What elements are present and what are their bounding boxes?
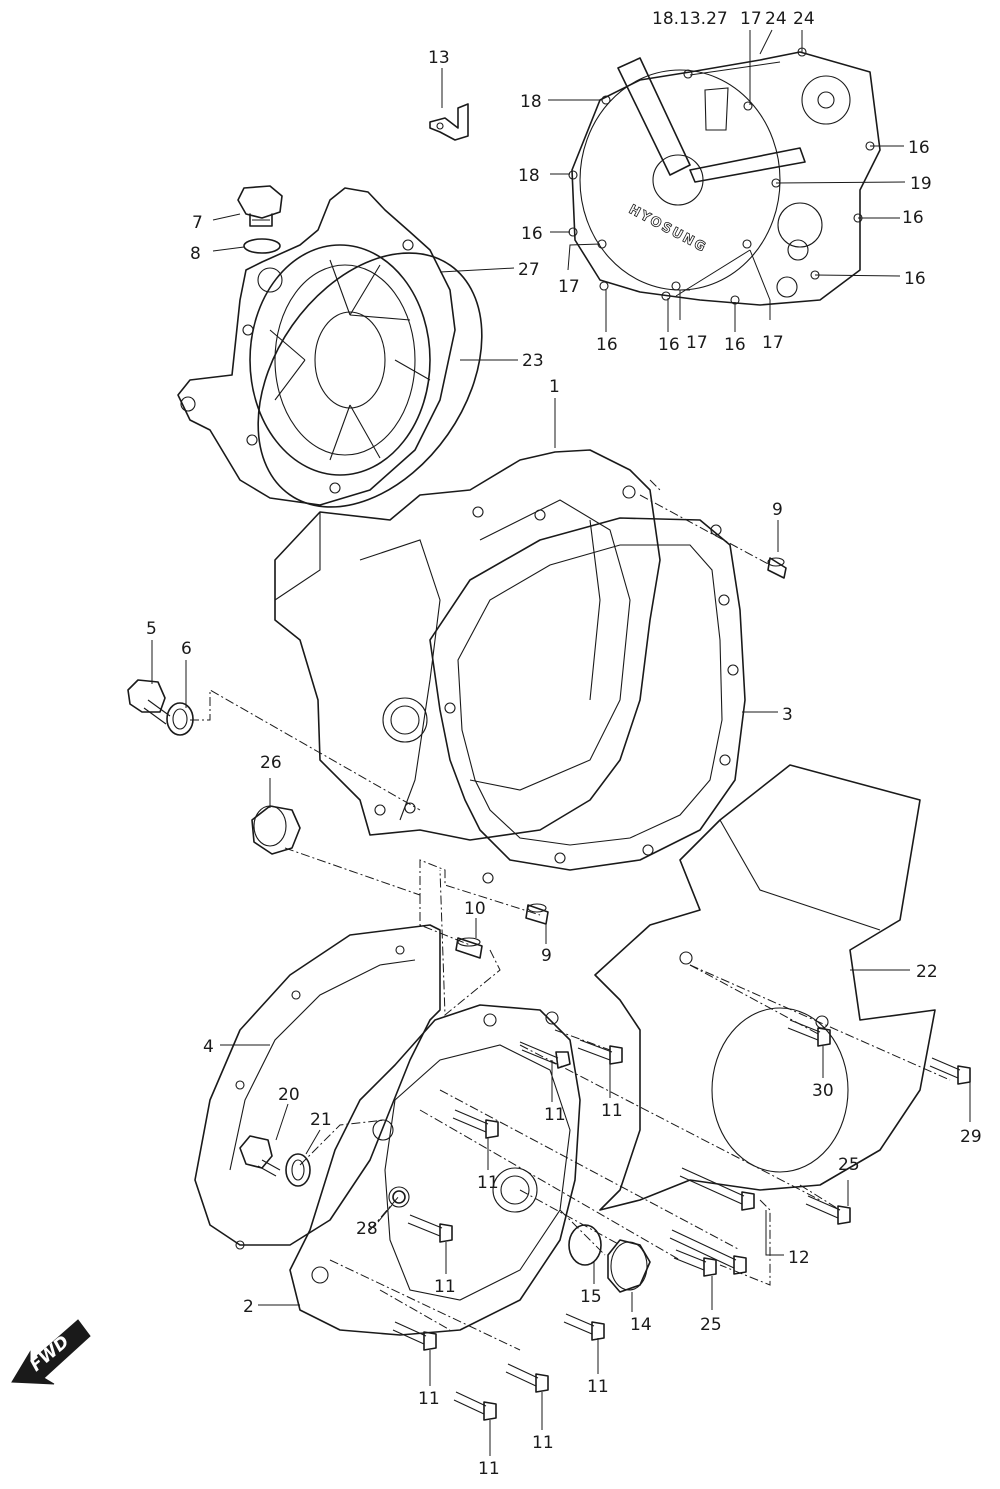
callout-19: 19 xyxy=(910,174,932,194)
callout-2: 2 xyxy=(243,1297,254,1317)
callout-29: 29 xyxy=(960,1127,982,1147)
callout-25-a: 25 xyxy=(838,1155,860,1175)
callout-11-g: 11 xyxy=(532,1433,554,1453)
part-21-washer xyxy=(285,1153,311,1187)
callout-16-f: 16 xyxy=(658,335,680,355)
bolt-25-b xyxy=(805,1195,851,1225)
callout-14: 14 xyxy=(630,1315,652,1335)
bolt-12-b xyxy=(669,1229,747,1275)
callout-11-c: 11 xyxy=(477,1173,499,1193)
callout-11-f: 11 xyxy=(587,1377,609,1397)
callout-9-upper: 9 xyxy=(772,500,783,520)
callout-18-b: 18 xyxy=(518,166,540,186)
callout-6: 6 xyxy=(181,639,192,659)
part-20-plug xyxy=(239,1135,281,1177)
part-9-dowel-pin-upper xyxy=(767,557,787,579)
part-13-clip xyxy=(429,103,469,141)
part-27-gasket xyxy=(257,252,483,508)
part-15-o-ring xyxy=(568,1224,602,1266)
bolt-12 xyxy=(679,1167,755,1211)
callout-8: 8 xyxy=(190,244,201,264)
callout-28: 28 xyxy=(356,1219,378,1239)
callout-11-a: 11 xyxy=(544,1105,566,1125)
brand-text: HYOSUNG xyxy=(626,202,709,256)
callout-17-c: 17 xyxy=(686,333,708,353)
callout-11-d: 11 xyxy=(434,1277,456,1297)
callout-20: 20 xyxy=(278,1085,300,1105)
callout-16-d: 16 xyxy=(521,224,543,244)
callout-5: 5 xyxy=(146,619,157,639)
callout-17-b: 17 xyxy=(558,277,580,297)
callout-18-a: 18 xyxy=(520,92,542,112)
callout-17-a: 17 xyxy=(740,9,762,29)
callout-27: 27 xyxy=(518,260,540,280)
right-crankcase-cover-detail: HYOSUNG xyxy=(568,47,881,306)
callout-23: 23 xyxy=(522,351,544,371)
callout-21: 21 xyxy=(310,1110,332,1130)
callout-7: 7 xyxy=(192,213,203,233)
part-7-oil-filler-plug xyxy=(237,185,283,227)
callout-24-b: 24 xyxy=(793,9,815,29)
callouts: 1 2 3 4 5 6 7 8 9 9 10 11 11 11 11 11 11… xyxy=(146,9,982,1479)
assembly-lines xyxy=(190,479,951,1351)
callout-22: 22 xyxy=(916,962,938,982)
bolt-11-b xyxy=(577,1039,623,1065)
part-14-timing-cap xyxy=(607,1239,651,1293)
callout-1: 1 xyxy=(549,377,560,397)
callout-3: 3 xyxy=(782,705,793,725)
bolt-25-a xyxy=(673,1249,717,1277)
bolt-11-d xyxy=(407,1214,453,1243)
callout-25-b: 25 xyxy=(700,1315,722,1335)
callout-11-h: 11 xyxy=(478,1459,500,1479)
callout-30: 30 xyxy=(812,1081,834,1101)
bolt-30 xyxy=(787,1019,831,1047)
callout-12: 12 xyxy=(788,1248,810,1268)
callout-17-d: 17 xyxy=(762,333,784,353)
part-5-drain-plug xyxy=(127,679,171,725)
part-8-o-ring xyxy=(243,238,281,254)
bolt-11-h xyxy=(453,1391,497,1421)
callout-24-a: 24 xyxy=(765,9,787,29)
part-23-clutch-cover xyxy=(177,187,456,506)
part-10-dowel-pin xyxy=(455,937,483,959)
bolt-28 xyxy=(392,1190,406,1204)
callout-4: 4 xyxy=(203,1037,214,1057)
callout-11-e: 11 xyxy=(418,1389,440,1409)
callout-26: 26 xyxy=(260,753,282,773)
bolt-11-c xyxy=(452,1109,499,1139)
fwd-arrow-indicator: FWD xyxy=(11,1319,91,1385)
part-2-generator-cover xyxy=(289,1004,581,1336)
callout-16-e: 16 xyxy=(596,335,618,355)
callout-11-b: 11 xyxy=(601,1101,623,1121)
bolt-11-g xyxy=(505,1363,549,1393)
callout-9-lower: 9 xyxy=(541,946,552,966)
leader-lines xyxy=(151,29,971,1456)
callout-10: 10 xyxy=(464,899,486,919)
bolt-11-a xyxy=(519,1041,571,1069)
part-4-gasket xyxy=(194,924,441,1250)
callout-16-g: 16 xyxy=(724,335,746,355)
callout-18-13-27: 18.13.27 xyxy=(652,9,728,29)
callout-16-c: 16 xyxy=(904,269,926,289)
part-1-crankcase xyxy=(274,449,661,841)
part-6-washer xyxy=(166,702,194,736)
part-26-oil-strainer-cap xyxy=(251,805,301,855)
callout-15: 15 xyxy=(580,1287,602,1307)
part-22-sprocket-cover xyxy=(594,764,936,1211)
bolt-11-e xyxy=(392,1321,437,1351)
bolts xyxy=(392,1019,971,1421)
bolt-11-f xyxy=(563,1313,605,1341)
callout-16-b: 16 xyxy=(902,208,924,228)
callout-16-a: 16 xyxy=(908,138,930,158)
callout-13: 13 xyxy=(428,48,450,68)
part-9-dowel-pin-lower xyxy=(525,903,549,925)
bolt-29 xyxy=(929,1057,971,1085)
part-3-gasket xyxy=(429,517,746,884)
